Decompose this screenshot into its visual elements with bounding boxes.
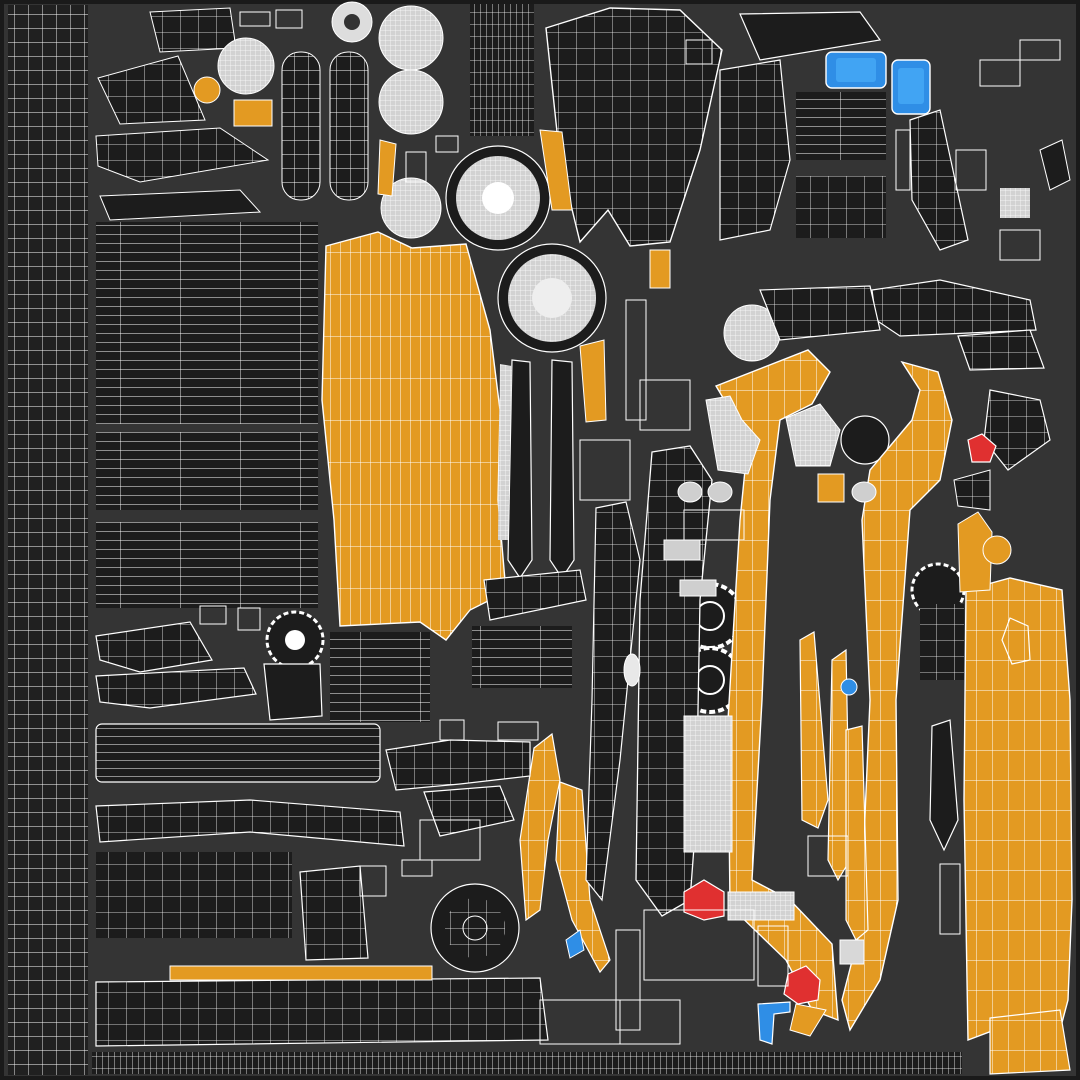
uv-island-seat-mesh [545,7,723,247]
uv-island-long-cylinder [95,723,381,783]
uv-island-rows-block-4 [96,852,292,938]
uv-island-orange-bar [169,965,433,981]
uv-island-right-meshes [719,11,1071,852]
uv-island-mid-meshes [95,569,587,961]
uv-island-dense-patches [498,188,1030,921]
uv-island-rows-block-1 [96,222,318,424]
uv-island-rows-block-3 [96,522,318,608]
uv-island-orange-large-left [321,129,573,641]
uv-island-orange-small [193,76,845,503]
uv-island-orange-strips [519,339,1071,1075]
uv-island-blue-parts [565,51,931,1045]
uv-island-bottom-long [95,977,549,1047]
uv-island-bottom-bar [92,1052,962,1074]
uv-island-tubes [281,51,575,580]
uv-island-pebbles [623,481,877,965]
uv-island-top-grid [470,4,534,136]
uv-island-scatter [199,9,1061,1045]
uv-island-gear-cluster [217,1,966,973]
uv-island-orange-frame-2 [841,360,953,1032]
uv-island-rows-block-2 [96,432,318,510]
uv-island-orange-frame-1 [714,349,839,1022]
uv-island-left-strip [8,5,88,1075]
uv-island-orange-frame-3 [957,511,1073,1042]
uv-island-top-left-mesh [95,7,270,221]
